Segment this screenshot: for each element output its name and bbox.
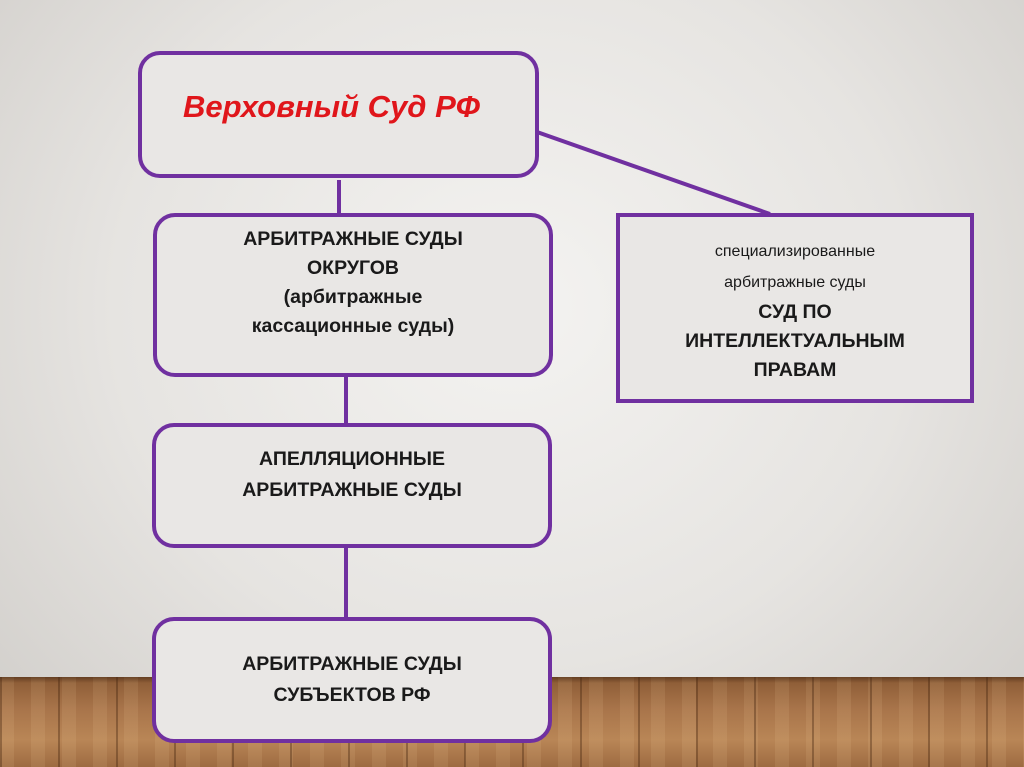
specialized-title-line-1: СУД ПО bbox=[758, 298, 831, 327]
subject-arbitration-courts-box: АРБИТРАЖНЫЕ СУДЫ СУБЪЕКТОВ РФ bbox=[152, 617, 552, 743]
specialized-subtitle-line-1: специализированные bbox=[715, 236, 875, 267]
supreme-court-label: Верховный Суд РФ bbox=[183, 89, 494, 125]
district-courts-line-4: кассационные суды) bbox=[252, 312, 454, 341]
specialized-court-box: специализированные арбитражные суды СУД … bbox=[616, 213, 974, 403]
district-arbitration-courts-box: АРБИТРАЖНЫЕ СУДЫ ОКРУГОВ (арбитражные ка… bbox=[153, 213, 553, 377]
district-courts-line-2: ОКРУГОВ bbox=[307, 254, 399, 283]
connector-supreme-to-specialized bbox=[537, 132, 770, 214]
specialized-title-line-3: ПРАВАМ bbox=[754, 356, 837, 385]
subject-courts-line-1: АРБИТРАЖНЫЕ СУДЫ bbox=[242, 649, 462, 680]
appeal-arbitration-courts-box: АПЕЛЛЯЦИОННЫЕ АРБИТРАЖНЫЕ СУДЫ bbox=[152, 423, 552, 548]
supreme-court-box: Верховный Суд РФ bbox=[138, 51, 539, 178]
subject-courts-line-2: СУБЪЕКТОВ РФ bbox=[273, 680, 430, 711]
district-courts-line-1: АРБИТРАЖНЫЕ СУДЫ bbox=[243, 225, 463, 254]
specialized-title-line-2: ИНТЕЛЛЕКТУАЛЬНЫМ bbox=[685, 327, 905, 356]
appeal-courts-line-1: АПЕЛЛЯЦИОННЫЕ bbox=[259, 444, 445, 475]
appeal-courts-line-2: АРБИТРАЖНЫЕ СУДЫ bbox=[242, 475, 462, 506]
district-courts-line-3: (арбитражные bbox=[284, 283, 423, 312]
specialized-subtitle-line-2: арбитражные суды bbox=[724, 267, 866, 298]
